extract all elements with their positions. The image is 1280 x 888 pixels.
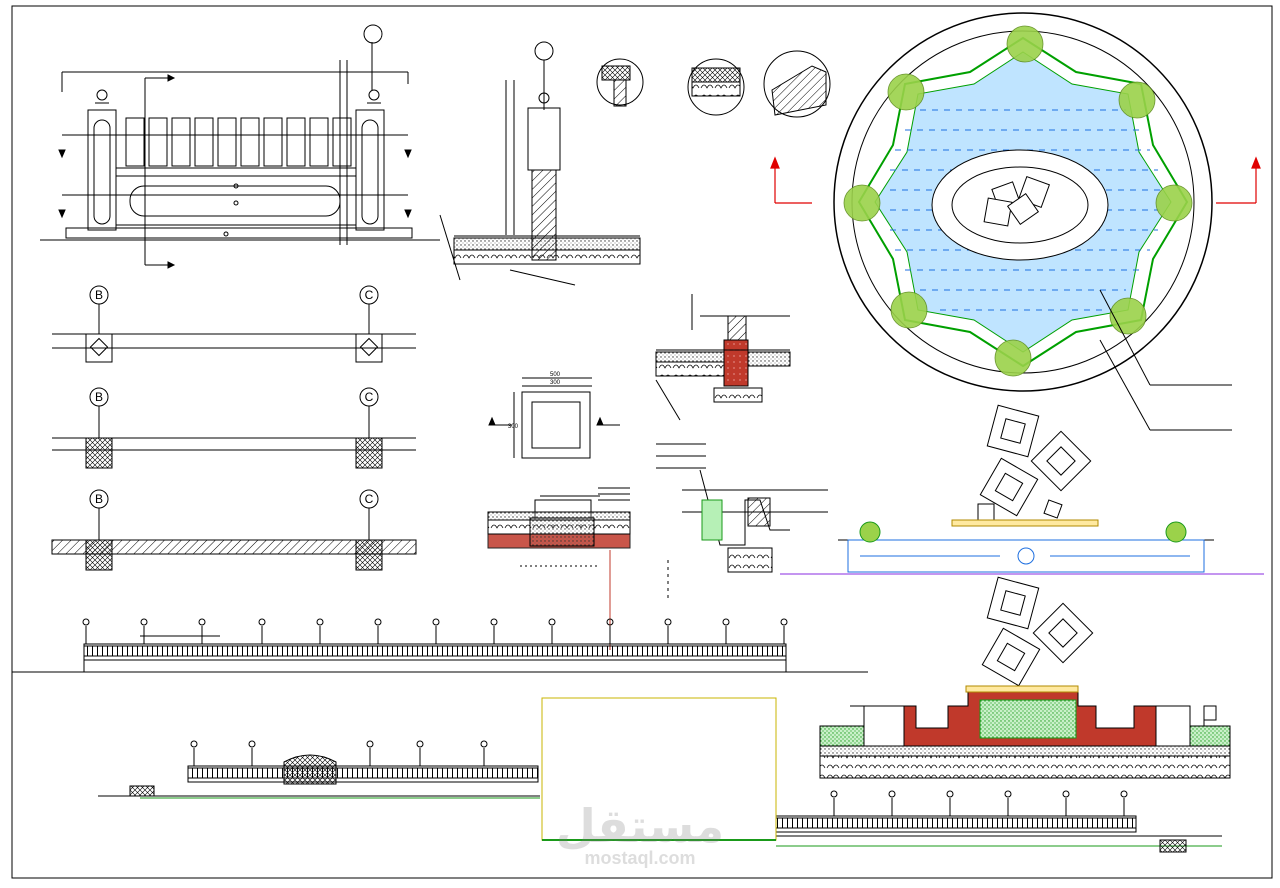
- long-fence-elevation: [12, 618, 868, 673]
- callout-b-3: B: [95, 492, 103, 506]
- fountain-section: [819, 576, 1231, 779]
- step-section: [656, 443, 828, 600]
- callout-c-1: C: [365, 288, 374, 302]
- blank-frame: [541, 697, 777, 841]
- fence-post-lamps: [82, 618, 788, 644]
- callout-b-2: B: [95, 390, 103, 404]
- section-callouts: B C B C B C: [95, 288, 374, 506]
- callout-b-1: B: [95, 288, 103, 302]
- square-pier-plan: [488, 377, 620, 459]
- watermark-arabic: مستقل: [556, 799, 724, 853]
- dim-top: 500: [550, 372, 561, 378]
- sheet-border: [11, 5, 1273, 879]
- site-fence-lamps: [190, 740, 488, 766]
- pier-section-detail: [439, 41, 641, 286]
- fence-elevation-detail: [40, 24, 440, 269]
- watermark: مستقل mostaql.com: [556, 799, 724, 868]
- dim-top-inner: 300: [550, 380, 561, 386]
- detail-bubbles: [596, 50, 831, 118]
- wall-section-brick: [655, 294, 791, 421]
- section-arrows: [770, 156, 1261, 204]
- site-fence-elevation: [98, 697, 1222, 853]
- callout-c-2: C: [365, 390, 374, 404]
- site-fence-lamps-right: [830, 790, 1128, 816]
- watermark-latin: mostaql.com: [584, 848, 695, 868]
- fountain-plan: [770, 12, 1261, 431]
- paving-section: [487, 487, 631, 650]
- plant-symbols: [843, 25, 1193, 377]
- dim-side: 300: [508, 424, 519, 430]
- plan-b-c-rows: [51, 285, 417, 571]
- dimension-labels: 500 300 300: [508, 372, 561, 430]
- callout-c-3: C: [365, 492, 374, 506]
- fountain-elevation: [780, 404, 1264, 575]
